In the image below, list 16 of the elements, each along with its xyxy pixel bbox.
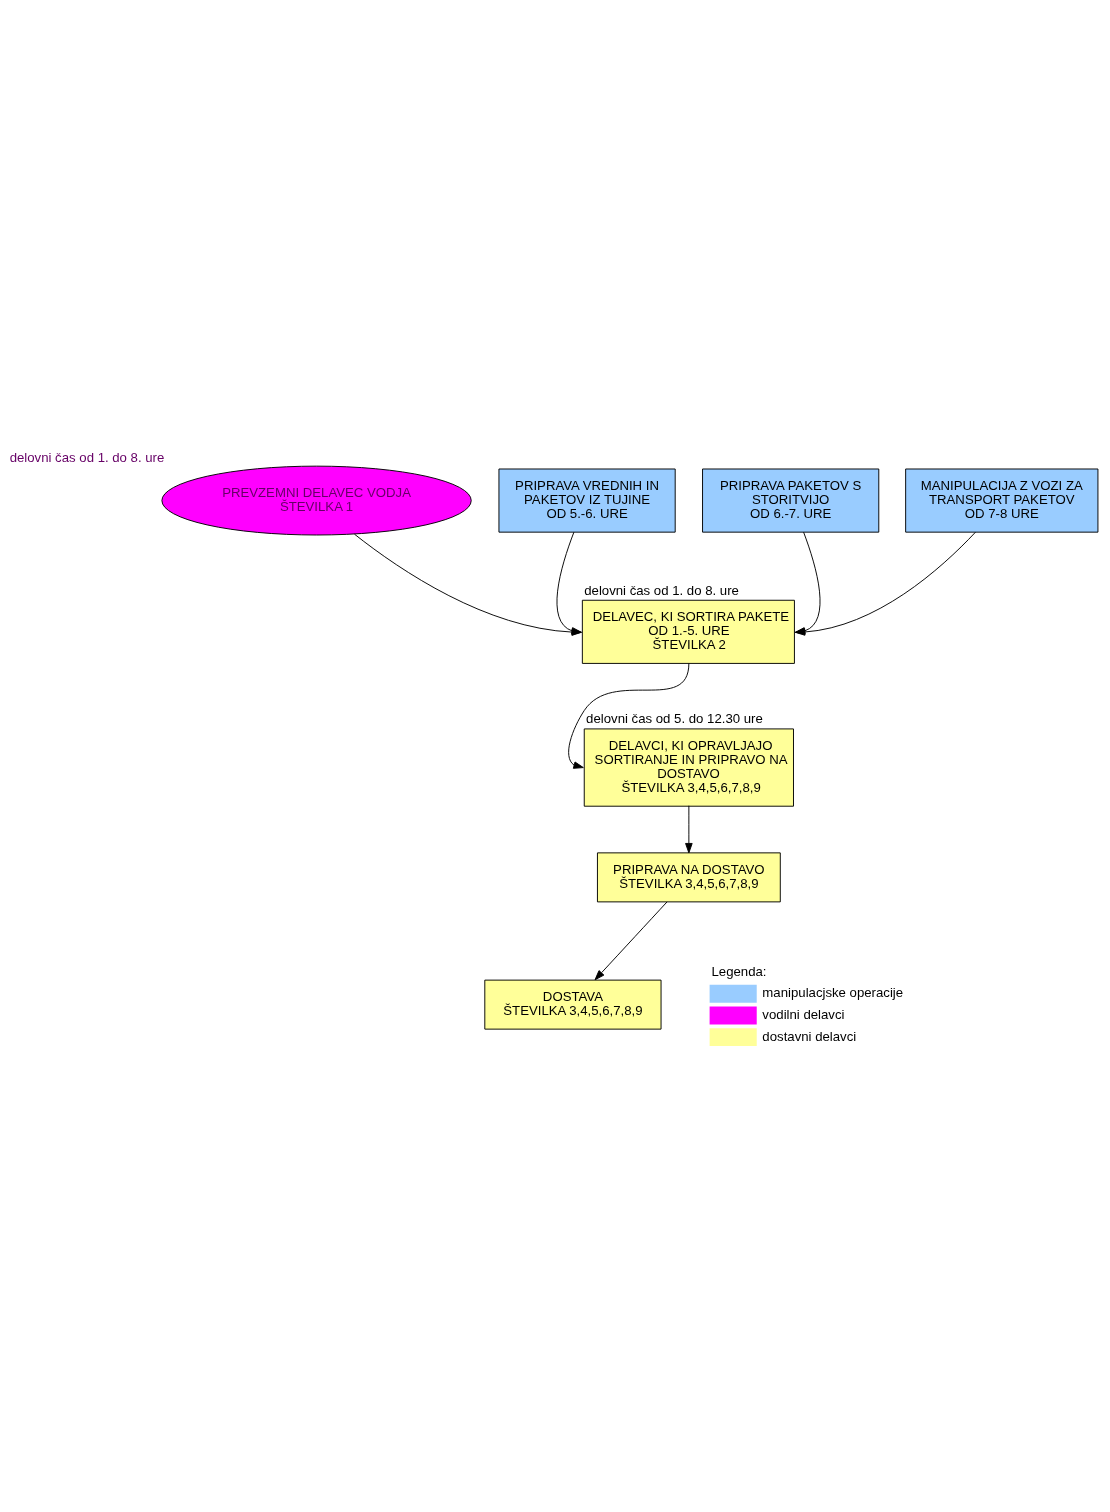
node-box: PRIPRAVA NA DOSTAVO ŠTEVILKA 3,4,5,6,7,8,9	[596, 852, 781, 903]
node-label: delovni čas od 1. do 8. ure	[9, 450, 165, 466]
node-box: DOSTAVA ŠTEVILKA 3,4,5,6,7,8,9	[484, 979, 662, 1030]
node-box: MANIPULACIJA Z VOZI ZA TRANSPORT PAKETOV OD 7-8 URE	[905, 468, 1099, 533]
node-label: delovni čas od 5. do 12.30 ure	[586, 711, 763, 727]
legend-label: dostavni delavci	[762, 1028, 857, 1044]
node-box: PRIPRAVA PAKETOV S STORITVIJO OD 6.-7. URE	[702, 468, 880, 533]
node-box: PRIPRAVA VREDNIH IN PAKETOV IZ TUJINE OD 5.-6. URE	[498, 468, 676, 533]
arrow	[594, 901, 668, 981]
legend-label: vodilni delavci	[762, 1006, 845, 1022]
arrow	[685, 805, 693, 854]
label: Legenda:	[711, 963, 767, 979]
node-ellipse: PREVZEMNI DELAVEC VODJA ŠTEVILKA 1	[161, 465, 472, 536]
legend-label: manipulacjske operacije	[762, 985, 904, 1001]
arrow	[568, 662, 690, 769]
node-label: delovni čas od 1. do 8. ure	[584, 582, 739, 598]
